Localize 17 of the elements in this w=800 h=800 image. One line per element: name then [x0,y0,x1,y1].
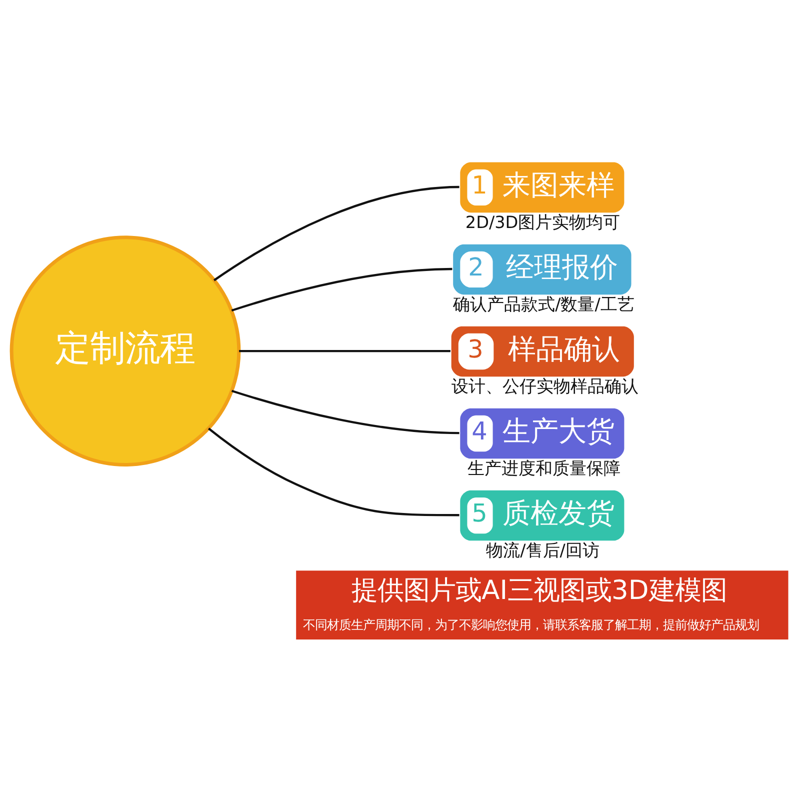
connector [213,186,460,282]
node-box: 1 来图来样 [460,162,624,213]
node-box: 5 质检发货 [460,490,624,541]
node-box: 3 样品确认 [451,326,634,377]
node-label: 确认产品款式/数量/工艺 [453,294,634,314]
connector [208,428,460,516]
node-box: 提供图片或AI三视图或3D建模图 不同材质生产周期不同，为了不影响您使用，请联系客服了解工期，提前做好产品规划 [296,570,788,640]
connector [231,268,452,312]
connector [231,390,460,434]
node-label: 生产进度和质量保障 [468,458,621,478]
node-box: 4 生产大货 [460,408,624,459]
node-label: 设计、公仔实物样品确认 [451,376,638,396]
node-box: 2 经理报价 [453,244,632,295]
node-label: 2D/3D图片实物均可 [465,212,620,232]
node-label: 物流/售后/回访 [486,540,600,560]
node-circle: 定制流程 [10,236,241,466]
connector [239,350,450,352]
